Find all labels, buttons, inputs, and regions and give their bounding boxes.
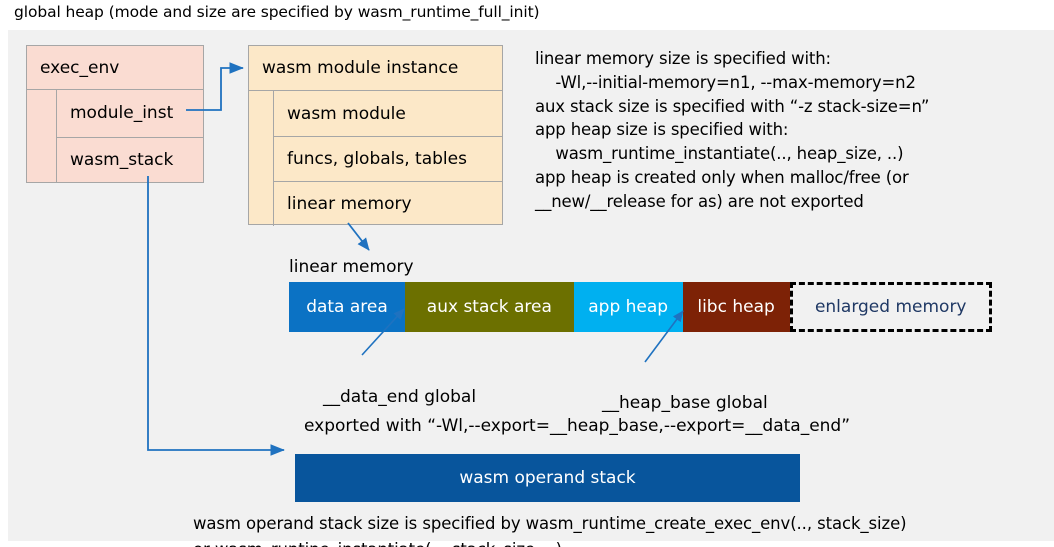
annotation-exported-with: exported with “-Wl,--export=__heap_base,…	[304, 416, 851, 436]
linear-memory-label: linear memory	[289, 257, 414, 277]
exec-env-field-wasm-stack: wasm_stack	[57, 136, 203, 184]
page-title: global heap (mode and size are specified…	[14, 3, 540, 21]
annotation-data-end: __data_end global	[323, 387, 477, 407]
memory-segment-data-area: data area	[289, 282, 405, 332]
operand-stack-note: wasm operand stack size is specified by …	[193, 514, 907, 547]
memory-segment-enlarged-memory: enlarged memory	[789, 282, 992, 332]
wasm-module-instance-header: wasm module instance	[249, 46, 502, 91]
memory-segment-libc-heap: libc heap	[682, 282, 790, 332]
field-wasm-module: wasm module	[287, 103, 406, 124]
exec-env-body: module_inst wasm_stack	[27, 90, 203, 183]
field-linear-memory: linear memory	[274, 181, 502, 226]
exec-env-fields: module_inst wasm_stack	[57, 90, 203, 183]
memory-segment-aux-stack-area: aux stack area	[404, 282, 574, 332]
exec-env-gutter	[27, 90, 57, 183]
exec-env-field-module-inst: module_inst	[70, 103, 174, 124]
annotation-heap-base: __heap_base global	[602, 393, 768, 413]
wasm-operand-stack-box: wasm operand stack	[295, 454, 800, 502]
wasm-module-instance-body: wasm module funcs, globals, tables linea…	[249, 91, 502, 226]
wasm-module-instance-gutter	[249, 91, 274, 226]
wasm-module-instance-fields: wasm module funcs, globals, tables linea…	[274, 91, 502, 226]
field-funcs-globals-tables: funcs, globals, tables	[274, 136, 502, 181]
wasm-module-instance-box: wasm module instance wasm module funcs, …	[248, 45, 503, 226]
memory-segment-app-heap: app heap	[573, 282, 683, 332]
memory-config-notes: linear memory size is specified with: -W…	[535, 49, 930, 211]
exec-env-header: exec_env	[27, 46, 203, 90]
diagram-panel: exec_env module_inst wasm_stack wasm mod…	[8, 30, 1054, 547]
exec-env-box: exec_env module_inst wasm_stack	[26, 45, 204, 183]
